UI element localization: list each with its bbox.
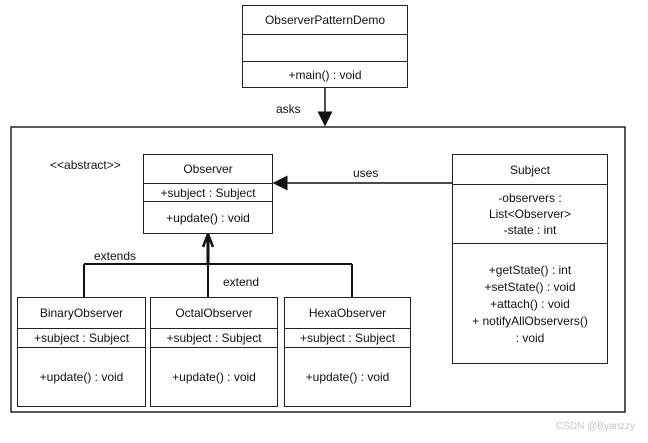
subject-attribute: -observers : — [498, 191, 562, 205]
subject-class-name: Subject — [509, 162, 551, 177]
extends-label: extends — [94, 249, 137, 263]
hexa-observer-class-box[interactable]: HexaObserver +subject : Subject +update(… — [284, 297, 411, 407]
octal-class-name: OctalObserver — [175, 306, 253, 320]
hexa-attribute: +subject : Subject — [299, 331, 396, 345]
extend-label: extend — [223, 275, 260, 289]
binary-attribute: +subject : Subject — [33, 331, 130, 345]
subject-class-box[interactable]: Subject -observers : List<Observer> -sta… — [452, 154, 608, 364]
octal-attribute: +subject : Subject — [166, 331, 262, 345]
observer-method: +update() : void — [166, 210, 250, 225]
subject-attribute: List<Observer> — [488, 207, 572, 221]
subject-method: +attach() : void — [490, 296, 570, 311]
observer-attribute: +subject : Subject — [160, 185, 256, 200]
demo-class-name: ObserverPatternDemo — [264, 13, 386, 27]
demo-class-box[interactable]: ObserverPatternDemo +main() : void — [242, 5, 408, 88]
subject-method: : void — [515, 330, 545, 345]
observer-class-box[interactable]: Observer +subject : Subject +update() : … — [143, 154, 273, 234]
package-frame — [10, 126, 626, 413]
subject-method: +getState() : int — [488, 262, 572, 277]
octal-method: +update() : void — [172, 370, 256, 384]
binary-method: +update() : void — [39, 370, 124, 384]
hexa-class-name: HexaObserver — [308, 306, 387, 320]
demo-method: +main() : void — [288, 67, 362, 82]
asks-label: asks — [276, 102, 301, 116]
inheritance-arrowhead — [201, 230, 215, 248]
watermark: CSDN @Byanzzy — [556, 421, 636, 432]
observer-class-name: Observer — [183, 162, 233, 176]
subject-method: + notifyAllObservers() — [472, 313, 588, 328]
subject-method: +setState() : void — [484, 279, 576, 294]
uses-label: uses — [353, 166, 379, 180]
binary-class-name: BinaryObserver — [39, 306, 124, 320]
binary-observer-class-box[interactable]: BinaryObserver +subject : Subject +updat… — [17, 297, 146, 407]
demo-attributes-section — [243, 34, 407, 61]
hexa-method: +update() : void — [305, 370, 390, 384]
subject-attribute: -state : int — [503, 223, 557, 237]
octal-observer-class-box[interactable]: OctalObserver +subject : Subject +update… — [150, 297, 278, 407]
observer-stereotype: <<abstract>> — [50, 158, 121, 172]
